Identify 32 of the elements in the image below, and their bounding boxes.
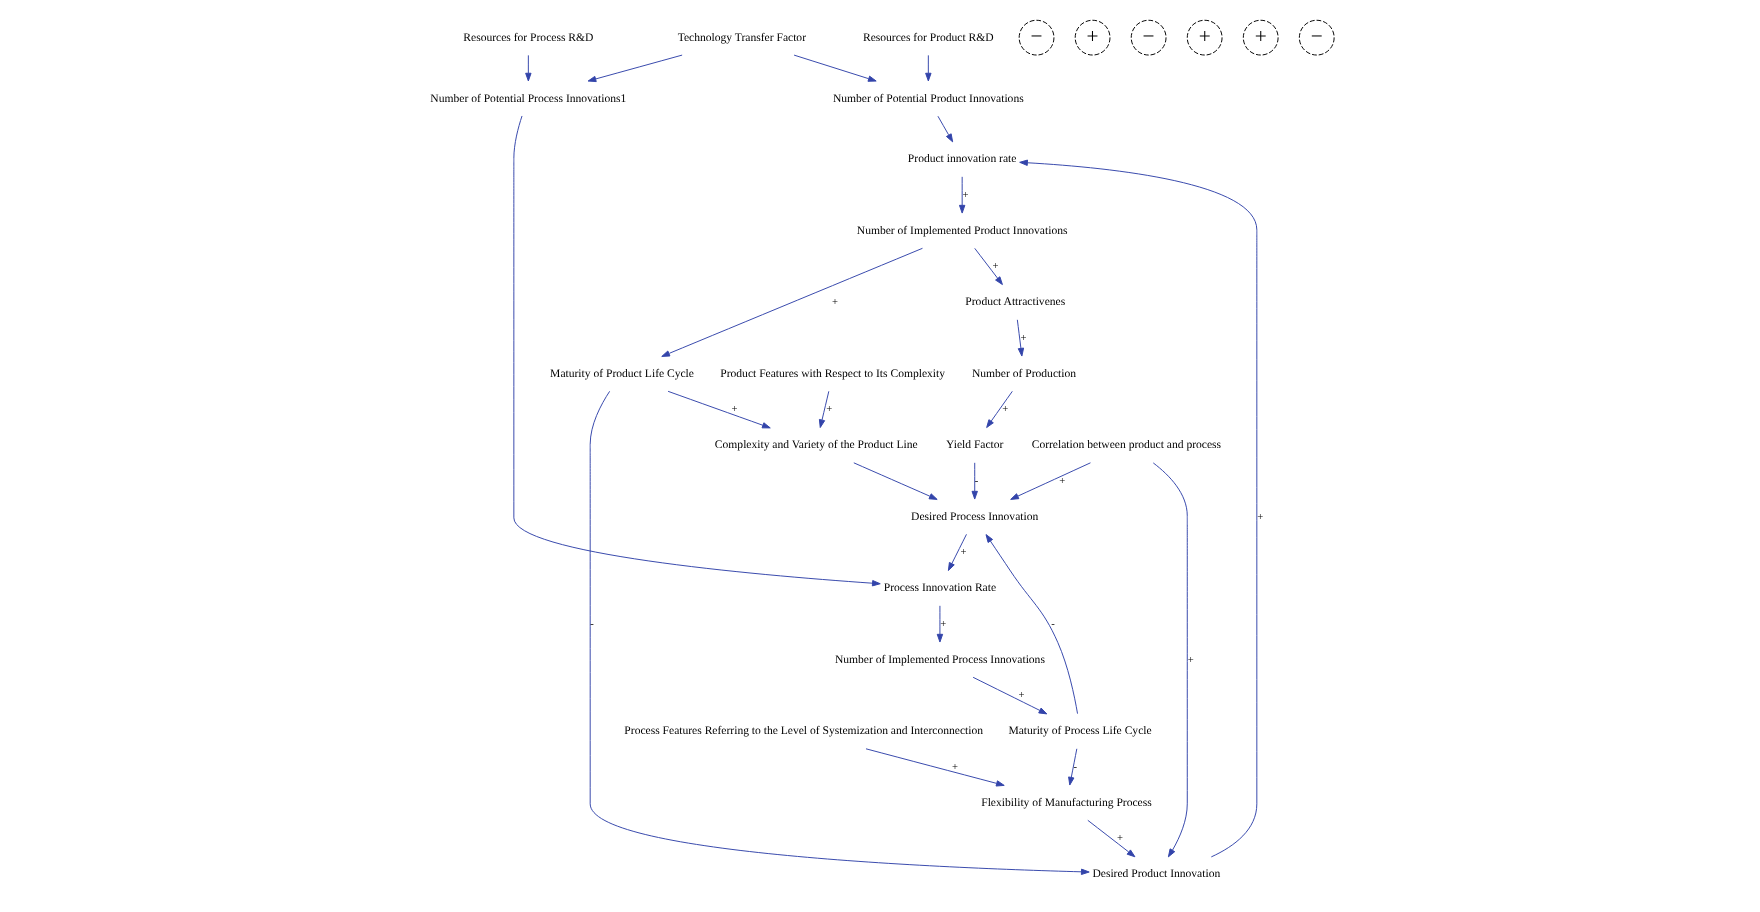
- arrow: [971, 676, 1047, 715]
- label: +: [1085, 27, 1098, 50]
- arrow: [973, 247, 1002, 286]
- arrow: [1009, 462, 1090, 500]
- label: +: [1253, 27, 1266, 50]
- arrow: [660, 247, 922, 357]
- arrow: [586, 54, 682, 83]
- arrow: [1018, 159, 1257, 858]
- arrow: [852, 462, 937, 500]
- label: +: [1197, 27, 1210, 50]
- arrow: [817, 390, 829, 429]
- arrow: [792, 54, 876, 82]
- arrow: [524, 54, 531, 82]
- label: −: [1029, 27, 1042, 50]
- arrow: [588, 390, 1089, 875]
- arrow: [1067, 748, 1077, 786]
- arrow: [936, 115, 953, 143]
- arrow: [924, 54, 931, 82]
- arrow: [970, 462, 977, 500]
- label: −: [1141, 27, 1154, 50]
- arrow: [946, 533, 966, 572]
- arrow: [957, 176, 965, 214]
- arrow: [1086, 819, 1135, 858]
- label: −: [1309, 27, 1322, 50]
- arrow: [985, 390, 1012, 429]
- arrow: [666, 390, 770, 429]
- arrow: [1015, 319, 1024, 357]
- arrow: [935, 605, 943, 643]
- arrow: [984, 534, 1077, 715]
- arrow: [864, 748, 1004, 787]
- arrow: [1151, 462, 1187, 858]
- arrow: [512, 115, 880, 587]
